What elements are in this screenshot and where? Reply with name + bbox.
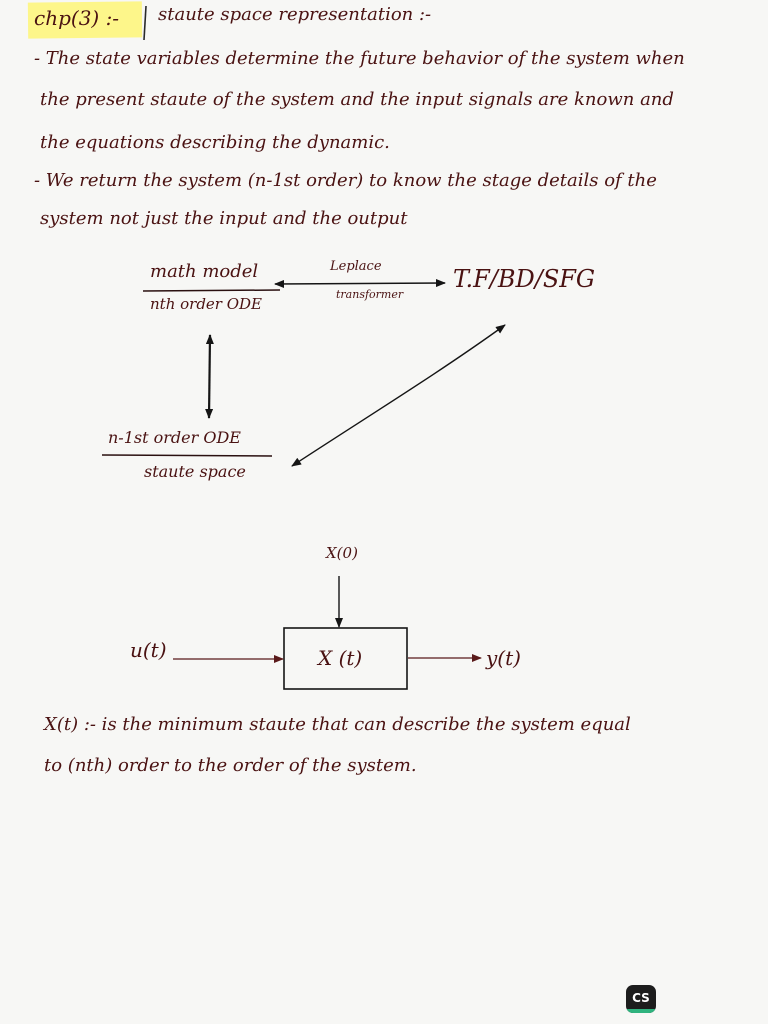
laplace-label: Leplace <box>330 259 382 274</box>
state-block-label: X (t) <box>318 646 363 670</box>
note-line-3: the equations describing the dynamic. <box>40 132 390 153</box>
input-signal-label: u(t) <box>130 638 167 662</box>
state-block <box>283 627 408 690</box>
initial-state-label: X(0) <box>326 544 358 562</box>
note-line-2: the present staute of the system and the… <box>40 89 674 110</box>
vertical-double-arrow <box>205 334 214 419</box>
note-line-4: - We return the system (n-1st order) to … <box>34 170 657 191</box>
laplace-arrow <box>274 279 446 288</box>
note-line-1: - The state variables determine the futu… <box>34 48 685 69</box>
math-model-divider <box>142 289 281 292</box>
page-title: staute space representation :- <box>158 4 432 25</box>
definition-line-2: to (nth) order to the order of the syste… <box>44 755 417 776</box>
definition-line-1: X(t) :- is the minimum staute that can d… <box>44 714 631 735</box>
diagonal-double-arrow <box>291 324 506 467</box>
n1st-order-ode-label: n-1st order ODE <box>108 428 241 447</box>
nth-order-ode-label: nth order ODE <box>150 295 263 313</box>
math-model-label: math model <box>150 261 259 282</box>
transformer-label: transformer <box>336 288 404 301</box>
tf-bd-sfg-label: T.F/BD/SFG <box>453 265 596 293</box>
note-line-5: system not just the input and the output <box>40 208 408 229</box>
state-space-divider <box>101 454 273 457</box>
header-divider <box>143 5 147 41</box>
output-signal-label: y(t) <box>486 646 521 670</box>
state-space-label: staute space <box>144 462 246 481</box>
camscanner-logo: CS <box>626 985 656 1013</box>
chapter-label: chp(3) :- <box>34 6 120 30</box>
